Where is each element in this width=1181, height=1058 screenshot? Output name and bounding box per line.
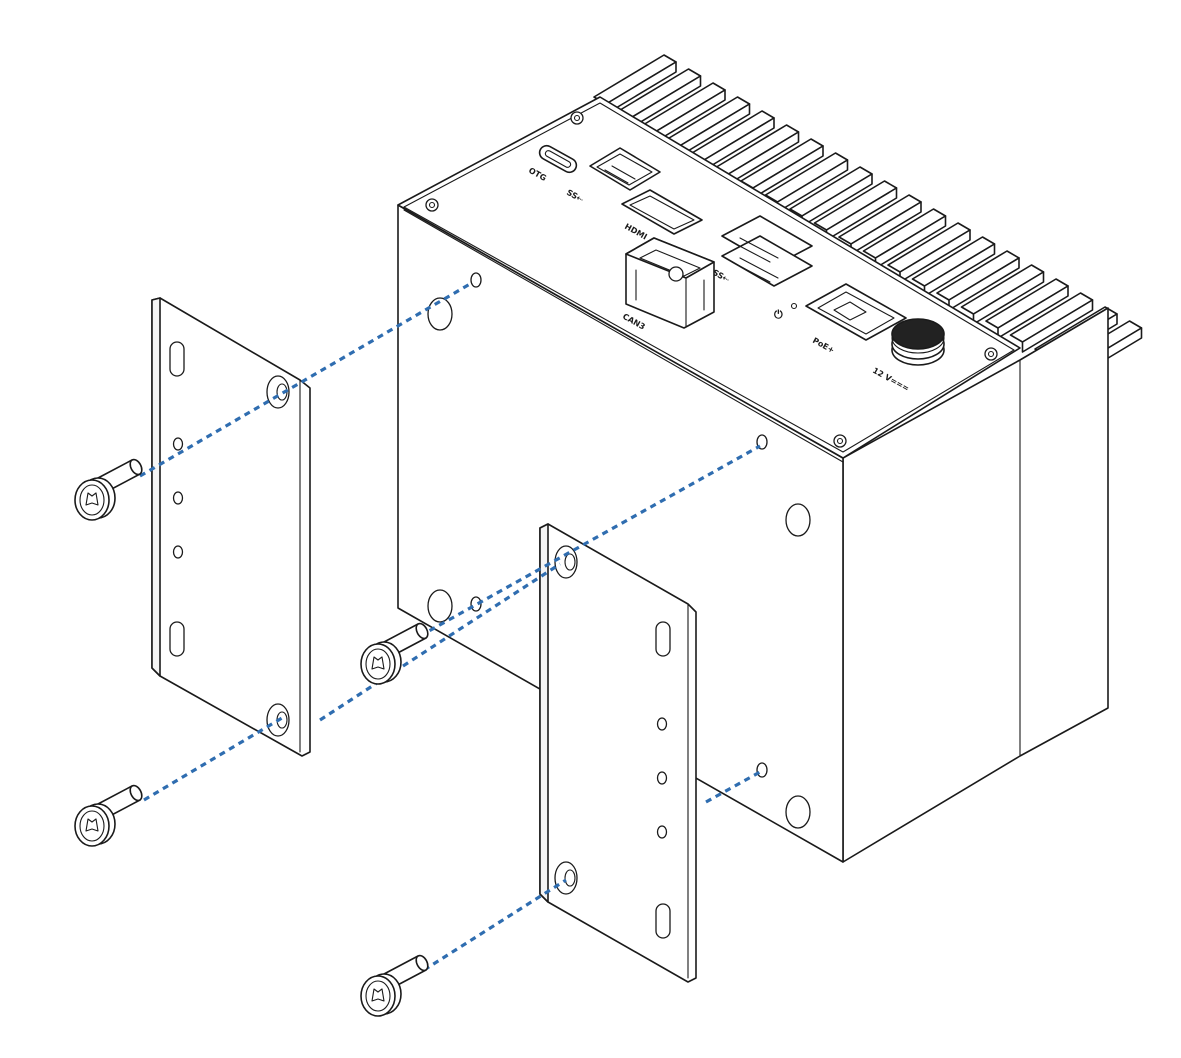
bracket-small-hole: [656, 771, 668, 785]
heatsink-fin: [838, 194, 922, 255]
bracket-small-hole: [172, 437, 184, 451]
heatsink-fin: [740, 138, 824, 199]
hdmi-port: [621, 189, 703, 235]
alignment-guide-line: [143, 716, 283, 802]
bracket-small-hole: [172, 491, 184, 505]
alignment-guide-line: [139, 282, 471, 478]
front-face-edge: [403, 209, 844, 463]
bracket-small-hole: [656, 717, 668, 731]
torx-screw-icon: [360, 954, 429, 1017]
alignment-guide-line: [419, 444, 761, 638]
bracket-slot: [169, 621, 185, 657]
front-mount-hole: [427, 297, 453, 331]
front-mount-hole: [427, 589, 453, 623]
alignment-guides: [139, 282, 761, 972]
bracket-slot: [169, 341, 185, 377]
front-mount-hole: [785, 795, 811, 829]
usb3-port-top: [589, 147, 661, 191]
heatsink-fin: [960, 264, 1045, 325]
front-mount-hole: [785, 503, 811, 537]
bracket-counterbore: [554, 545, 578, 579]
heatsink-fin: [1009, 292, 1094, 353]
heatsink-fin: [911, 236, 996, 297]
heatsink-fin: [764, 152, 849, 213]
heatsink-fin: [862, 208, 947, 269]
top-corner-screw: [425, 198, 439, 212]
bracket-slot: [655, 903, 671, 939]
bracket-small-hole: [656, 825, 668, 839]
dc-power-jack: [891, 318, 945, 366]
can-connector: [625, 237, 715, 329]
top-face-inner-edge: [403, 102, 1015, 453]
bracket-slot: [655, 621, 671, 657]
front-screw-hole: [470, 272, 482, 288]
mounting-bracket-right: [539, 523, 697, 983]
torx-screw-icon: [74, 458, 143, 521]
heatsink-fin: [813, 180, 898, 241]
poe-rj45-port: [805, 283, 907, 341]
device-enclosure: OTG SS⇠ HDMI SS⇠: [397, 54, 1143, 863]
top-corner-screw: [570, 111, 584, 125]
power-led: [790, 302, 798, 310]
alignment-guide-line: [319, 562, 561, 722]
power-icon: ⏻: [774, 308, 783, 321]
heatsink-fin: [789, 166, 873, 227]
front-screw-hole: [756, 762, 768, 778]
screw-set: [74, 458, 429, 1017]
otg-port: [538, 144, 578, 174]
torx-screw-icon: [74, 784, 143, 847]
usb-stack-port: [721, 215, 813, 287]
top-corner-screw: [833, 434, 847, 448]
bracket-counterbore: [554, 861, 578, 895]
top-corner-screw: [984, 347, 998, 361]
heatsink-fin: [985, 278, 1069, 339]
mounting-bracket-left: [151, 297, 311, 757]
bracket-small-hole: [172, 545, 184, 559]
torx-screw-icon: [360, 622, 429, 685]
